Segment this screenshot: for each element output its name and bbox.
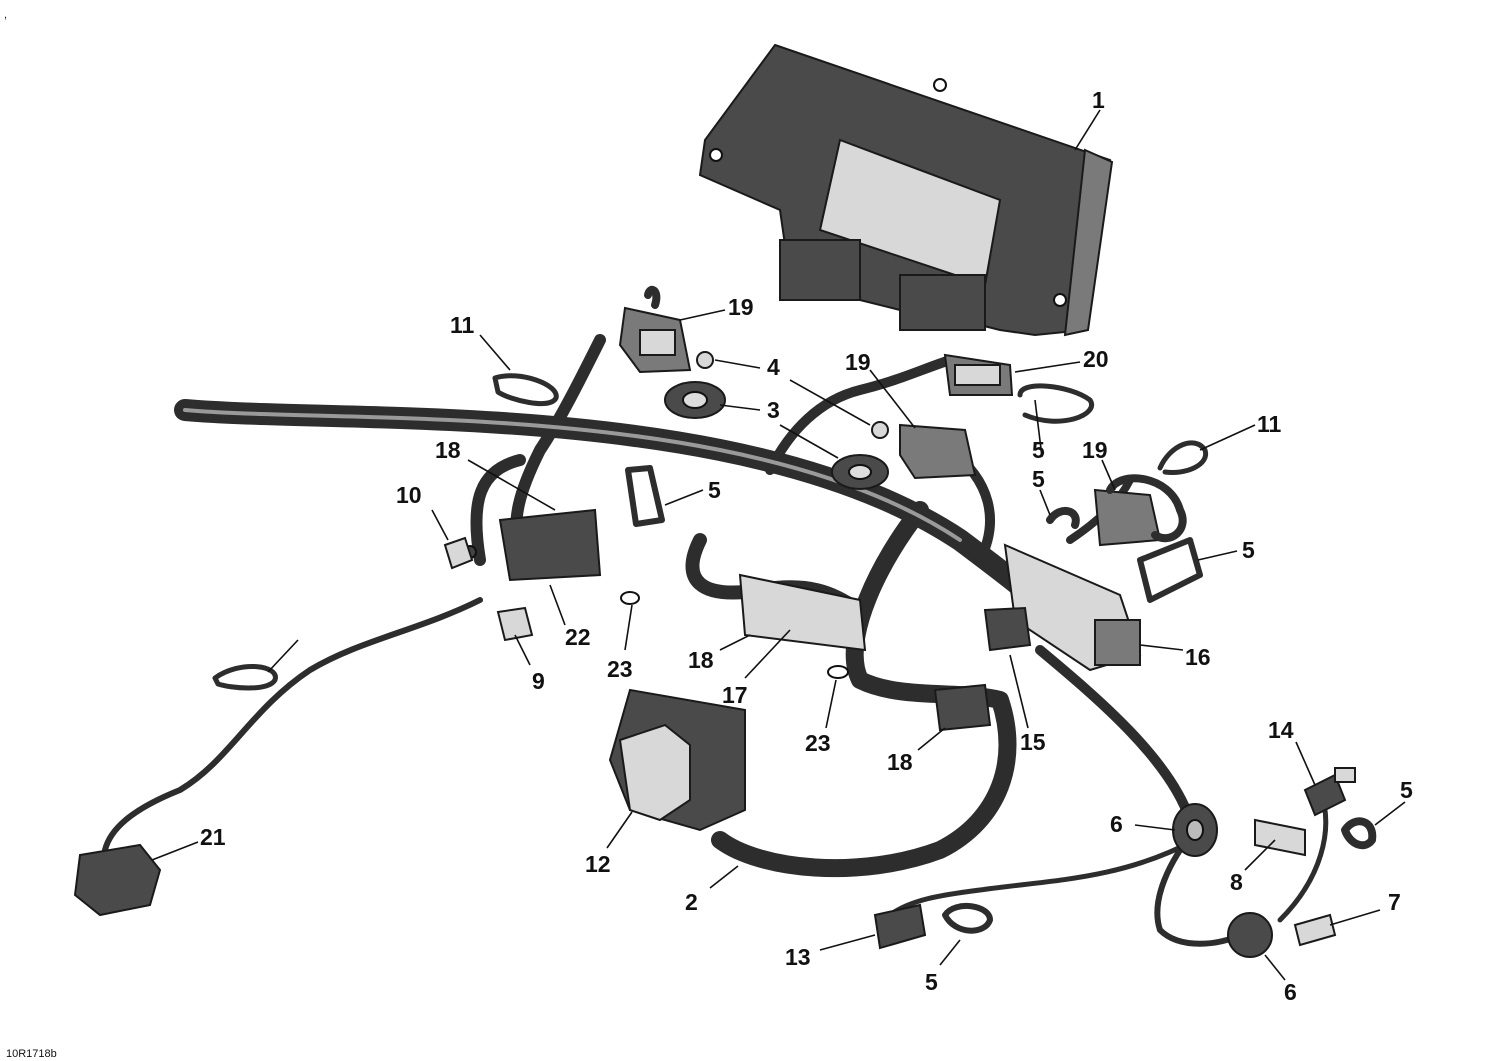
connector-19-top	[618, 285, 692, 374]
callout-18: 18	[887, 749, 913, 775]
tie-strap-11-left	[492, 373, 559, 407]
callout-16: 16	[1185, 644, 1211, 670]
callout-2: 2	[685, 889, 698, 915]
bracket-9	[496, 606, 534, 642]
connector-20	[943, 353, 1014, 396]
callout-7: 7	[1388, 889, 1401, 915]
sensor-branch-harness	[102, 597, 483, 853]
callout-15: 15	[1020, 729, 1046, 755]
callout-labels: 1 19 11 4 19 20 3 11 18 19 5 10 5 5 5 22…	[200, 87, 1413, 1005]
callout-4: 4	[767, 354, 780, 380]
callout-18: 18	[435, 437, 461, 463]
callout-6: 6	[1284, 979, 1297, 1005]
callout-19: 19	[728, 294, 754, 320]
callout-1: 1	[1092, 87, 1105, 113]
callout-19: 19	[1082, 437, 1108, 463]
callout-11: 11	[1257, 411, 1282, 437]
connector-19-mid	[899, 423, 977, 480]
callout-20: 20	[1083, 346, 1109, 372]
sensor-12	[608, 688, 746, 832]
callout-5: 5	[708, 477, 721, 503]
callout-3: 3	[767, 397, 780, 423]
callout-21: 21	[200, 824, 226, 850]
connector-19-right	[1093, 474, 1187, 547]
connector-13	[873, 903, 927, 950]
sensor-21	[73, 843, 162, 917]
connector-18-bottom	[933, 683, 992, 732]
ring-terminal-23	[620, 591, 849, 679]
callout-11: 11	[450, 312, 475, 338]
callout-23: 23	[607, 656, 633, 682]
connector-17	[738, 573, 867, 652]
callout-12: 12	[585, 851, 611, 877]
connector-15	[983, 606, 1032, 652]
callout-6: 6	[1110, 811, 1123, 837]
callout-23: 23	[805, 730, 831, 756]
callout-8: 8	[1230, 869, 1243, 895]
callout-10: 10	[396, 482, 422, 508]
tie-strap-11-right	[1157, 440, 1209, 476]
clip-5-items	[212, 383, 1377, 934]
relay-18-left	[463, 508, 602, 582]
callout-14: 14	[1268, 717, 1294, 743]
grommet-3-left	[664, 381, 726, 419]
sensor-14	[1303, 767, 1356, 817]
grommet-3-right	[831, 454, 889, 490]
drawing-reference-code: 10R1718b	[6, 1048, 57, 1060]
bolt-8	[1254, 818, 1306, 857]
callout-17: 17	[722, 682, 748, 708]
screw-4-right	[871, 421, 889, 439]
callout-22: 22	[565, 624, 591, 650]
ecu-module	[698, 43, 1114, 337]
bolt-7	[1293, 913, 1337, 947]
grommet-6-lower	[1227, 912, 1273, 958]
connector-16	[1003, 543, 1142, 672]
callout-5: 5	[1400, 777, 1413, 803]
callout-18: 18	[688, 647, 714, 673]
bolt-10	[443, 536, 474, 570]
callout-5: 5	[925, 969, 938, 995]
callout-19: 19	[845, 349, 871, 375]
corner-mark: ,	[4, 9, 7, 21]
callout-9: 9	[532, 668, 545, 694]
screw-4-left	[696, 351, 714, 369]
callout-5: 5	[1032, 466, 1045, 492]
grommet-6-upper	[1172, 803, 1218, 857]
leader-lines	[151, 109, 1406, 981]
callout-5: 5	[1242, 537, 1255, 563]
callout-5: 5	[1032, 437, 1045, 463]
callout-13: 13	[785, 944, 811, 970]
